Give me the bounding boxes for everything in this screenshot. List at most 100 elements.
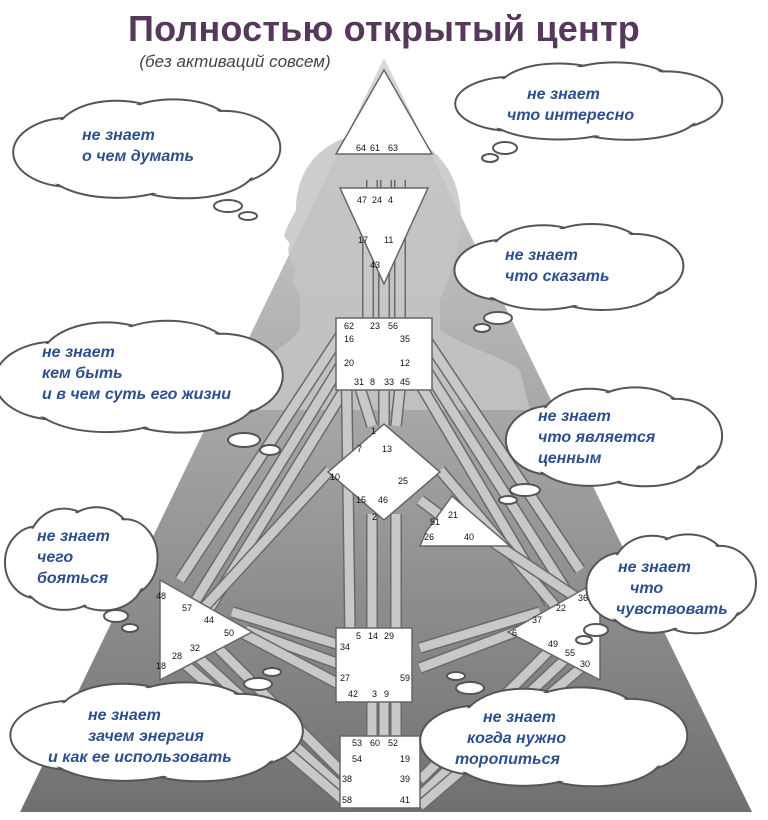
gate-number: 37 bbox=[532, 615, 542, 625]
ajna-center bbox=[338, 187, 430, 286]
gate-number: 9 bbox=[384, 689, 389, 699]
gate-number: 20 bbox=[344, 358, 354, 368]
gate-number: 13 bbox=[382, 444, 392, 454]
cloud-fill bbox=[42, 695, 274, 771]
gate-number: 64 bbox=[356, 143, 366, 153]
gate-number: 51 bbox=[430, 517, 440, 527]
cloud-tail-bubble bbox=[492, 141, 518, 155]
gate-number: 34 bbox=[340, 642, 350, 652]
gate-number: 41 bbox=[400, 795, 410, 805]
gate-number: 31 bbox=[354, 377, 364, 387]
cloud-root bbox=[419, 671, 689, 788]
cloud-solar bbox=[575, 533, 757, 645]
gate-number: 2 bbox=[372, 512, 377, 522]
cloud-text-root: не знает когда нужно торопиться bbox=[455, 707, 566, 770]
gate-number: 45 bbox=[400, 377, 410, 387]
cloud-line: о чем думать bbox=[82, 148, 194, 165]
cloud-fill bbox=[26, 335, 254, 421]
cloud-ajna bbox=[12, 98, 282, 221]
cloud-tail-bubble bbox=[575, 635, 593, 645]
cloud-fill bbox=[449, 700, 661, 776]
gate-number: 60 bbox=[370, 738, 380, 748]
cloud-tail-bubble bbox=[238, 211, 258, 221]
page-title: Полностью открытый центр bbox=[128, 8, 640, 49]
cloud-text-ajna: не знает о чем думать bbox=[82, 125, 194, 167]
cloud-fill bbox=[480, 236, 660, 300]
gate-number: 55 bbox=[565, 648, 575, 658]
gate-number: 19 bbox=[400, 754, 410, 764]
cloud-text-throat: не знает что сказать bbox=[505, 245, 609, 287]
page-subtitle: (без активаций совсем) bbox=[139, 52, 331, 71]
cloud-head bbox=[454, 61, 724, 163]
gate-number: 6 bbox=[512, 628, 517, 638]
cloud-tail-bubble bbox=[583, 623, 609, 637]
cloud-tail-bubble bbox=[243, 677, 273, 691]
cloud-tail-bubble bbox=[103, 609, 129, 623]
centers bbox=[159, 68, 601, 809]
cloud-tail-bubble bbox=[259, 444, 281, 456]
gate-number: 44 bbox=[204, 615, 214, 625]
gate-number: 62 bbox=[344, 321, 354, 331]
cloud-tail-bubble bbox=[481, 153, 499, 163]
gate-number: 12 bbox=[400, 358, 410, 368]
gate-number: 18 bbox=[156, 661, 166, 671]
gate-number: 29 bbox=[384, 631, 394, 641]
gate-number: 49 bbox=[548, 639, 558, 649]
cloud-line: чего bbox=[37, 549, 74, 566]
gate-number: 4 bbox=[388, 195, 393, 205]
gate-number: 15 bbox=[356, 495, 366, 505]
cloud-shapes bbox=[0, 61, 757, 788]
gate-number: 43 bbox=[370, 260, 380, 270]
cloud-line: торопиться bbox=[455, 751, 560, 768]
cloud-tail-bubble bbox=[121, 623, 139, 633]
cloud-line: ценным bbox=[538, 450, 602, 467]
gate-number: 54 bbox=[352, 754, 362, 764]
gate-number: 21 bbox=[448, 510, 458, 520]
channel bbox=[418, 625, 522, 673]
cloud-line: и как ее использовать bbox=[48, 749, 232, 766]
root-center bbox=[339, 735, 421, 809]
head-center bbox=[334, 68, 434, 155]
channel bbox=[355, 386, 377, 428]
cloud-line: не знает bbox=[37, 528, 110, 545]
channel bbox=[391, 387, 405, 427]
cloud-fill bbox=[484, 73, 696, 131]
cloud-tail-bubble bbox=[455, 681, 485, 695]
cloud-text-head: не знает что интересно bbox=[507, 84, 634, 126]
cloud-text-solar: не знает что чувствовать bbox=[616, 557, 728, 620]
channel bbox=[176, 327, 348, 583]
gate-number: 40 bbox=[464, 532, 474, 542]
gate-number: 32 bbox=[190, 643, 200, 653]
cloud-tail-bubble bbox=[473, 323, 491, 333]
channel bbox=[192, 357, 348, 603]
cloud-fill bbox=[530, 400, 700, 476]
cloud-line: не знает bbox=[42, 344, 115, 361]
gate-number: 33 bbox=[384, 377, 394, 387]
cloud-line: и в чем суть его жизни bbox=[42, 386, 232, 403]
cloud-line: кем быть bbox=[42, 365, 123, 382]
gate-number: 59 bbox=[400, 673, 410, 683]
gate-number: 36 bbox=[578, 593, 588, 603]
gate-number: 8 bbox=[370, 377, 375, 387]
gate-number: 26 bbox=[424, 532, 434, 542]
cloud-line: что интересно bbox=[507, 107, 635, 124]
cloud-line: что bbox=[630, 580, 664, 597]
cloud-tail-bubble bbox=[483, 311, 513, 325]
cloud-line: не знает bbox=[88, 707, 161, 724]
cloud-fill bbox=[22, 521, 142, 599]
cloud-tail-bubble bbox=[213, 199, 243, 213]
cloud-fill bbox=[606, 547, 738, 623]
cloud-line: зачем энергия bbox=[88, 728, 204, 745]
channel bbox=[230, 607, 352, 653]
cloud-line: что является bbox=[538, 429, 656, 446]
gate-number: 14 bbox=[368, 631, 378, 641]
cloud-line: не знает bbox=[618, 559, 691, 576]
gate-number: 24 bbox=[372, 195, 382, 205]
gate-number: 23 bbox=[370, 321, 380, 331]
gate-number: 16 bbox=[344, 334, 354, 344]
cloud-line: не знает bbox=[483, 709, 556, 726]
cloud-tail-bubble bbox=[262, 667, 282, 677]
